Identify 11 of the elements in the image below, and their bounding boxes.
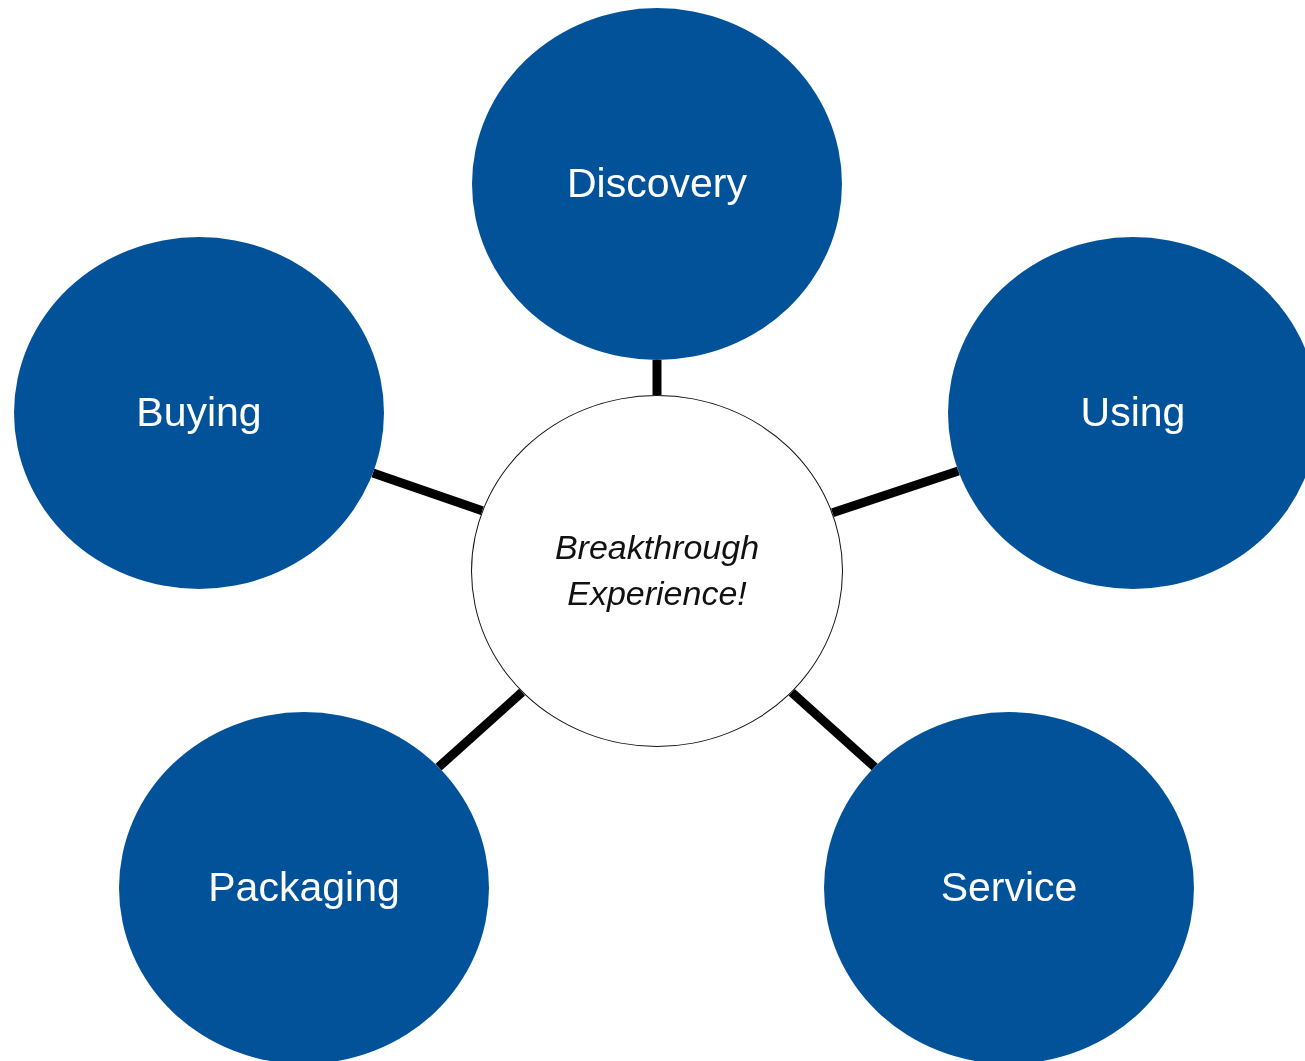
connector-line: [788, 689, 878, 771]
connector-line: [831, 466, 960, 517]
circle-label: Discovery: [567, 159, 747, 209]
connector-line: [435, 688, 526, 771]
circle-label: Service: [940, 863, 1078, 913]
connector-line: [371, 468, 484, 515]
connector-line: [652, 360, 662, 395]
circle-label: Packaging: [208, 863, 400, 913]
circle-label: Using: [1080, 388, 1186, 438]
circle-label: Buying: [136, 388, 262, 438]
circle-label: Breakthrough Experience!: [553, 527, 761, 614]
